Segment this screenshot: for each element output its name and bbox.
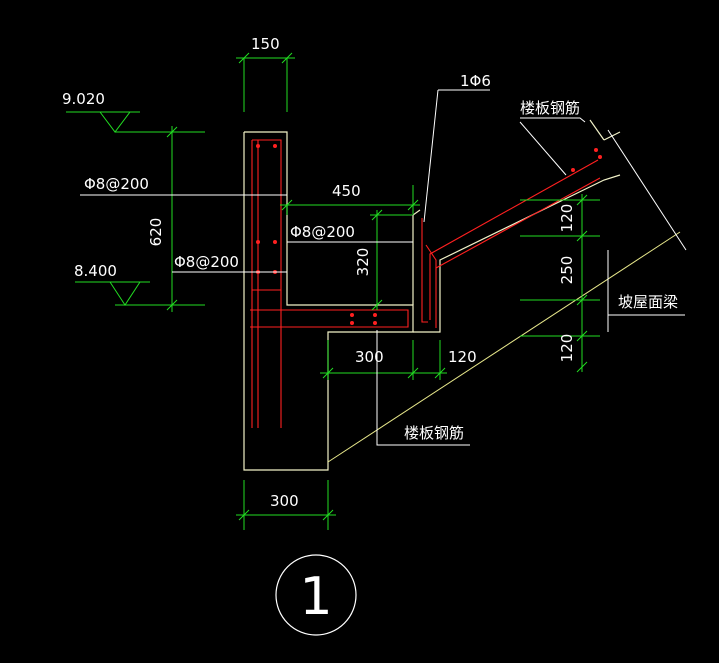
sloped-roof-line (327, 231, 681, 463)
label-stirrup-vertical: Φ8@200 (174, 253, 239, 271)
dim-upstand-height: 320 (354, 248, 372, 277)
label-stirrup-overhang: Φ8@200 (290, 223, 355, 241)
rebar-dot (373, 321, 377, 325)
dim-slab-bottom: 120 (558, 334, 576, 363)
dim-beam-width: 300 (355, 348, 384, 366)
upstand-hook-bar (421, 218, 428, 323)
rebar-dot (256, 240, 260, 244)
slab-link (425, 244, 437, 270)
leader-lines (80, 89, 687, 446)
label-sloped-roof-beam: 坡屋面梁 (618, 293, 678, 311)
rebar-dot (594, 148, 598, 152)
label-slab-rebar-bottom: 楼板钢筋 (404, 424, 464, 442)
dimension-lines (66, 52, 600, 530)
rebar-dot (350, 313, 354, 317)
beam-top-bar (250, 309, 409, 328)
dim-height-total: 620 (147, 218, 165, 247)
dim-slab-mid: 250 (558, 256, 576, 285)
rebar-dot (598, 155, 602, 159)
upstand-outline (412, 209, 421, 305)
label-bar-hook: 1Φ6 (460, 72, 491, 90)
leader-slab-bottom (376, 330, 470, 446)
rebar-dot (273, 240, 277, 244)
break-line (589, 119, 605, 141)
leader-beam-diag (607, 129, 687, 251)
dim-upstand-offset: 120 (448, 348, 477, 366)
dim-overhang-length: 450 (332, 182, 361, 200)
elevation-top: 9.020 (62, 90, 105, 108)
rebar (250, 139, 601, 428)
dim-top-width: 150 (251, 35, 280, 53)
rebar-dot (273, 144, 277, 148)
label-slab-rebar-top: 楼板钢筋 (520, 99, 580, 117)
slab-bar-top (429, 159, 599, 320)
label-stirrup-top: Φ8@200 (84, 175, 149, 193)
detail-bubble (275, 554, 357, 636)
rebar-dot (571, 168, 575, 172)
detail-number: 1 (299, 567, 332, 627)
rebar-dot (373, 313, 377, 317)
rebar-dot (256, 144, 260, 148)
dim-bottom-width: 300 (270, 492, 299, 510)
column-stirrup (251, 139, 282, 291)
leader-slab-top (520, 117, 586, 123)
elevation-bottom: 8.400 (74, 262, 117, 280)
rebar-dot (350, 321, 354, 325)
leader-slab-top-diag (519, 121, 567, 176)
beam-outline (243, 131, 414, 471)
slab-outline (413, 174, 621, 333)
dim-slab-top: 120 (558, 204, 576, 233)
leader-hook-diag (423, 89, 439, 223)
